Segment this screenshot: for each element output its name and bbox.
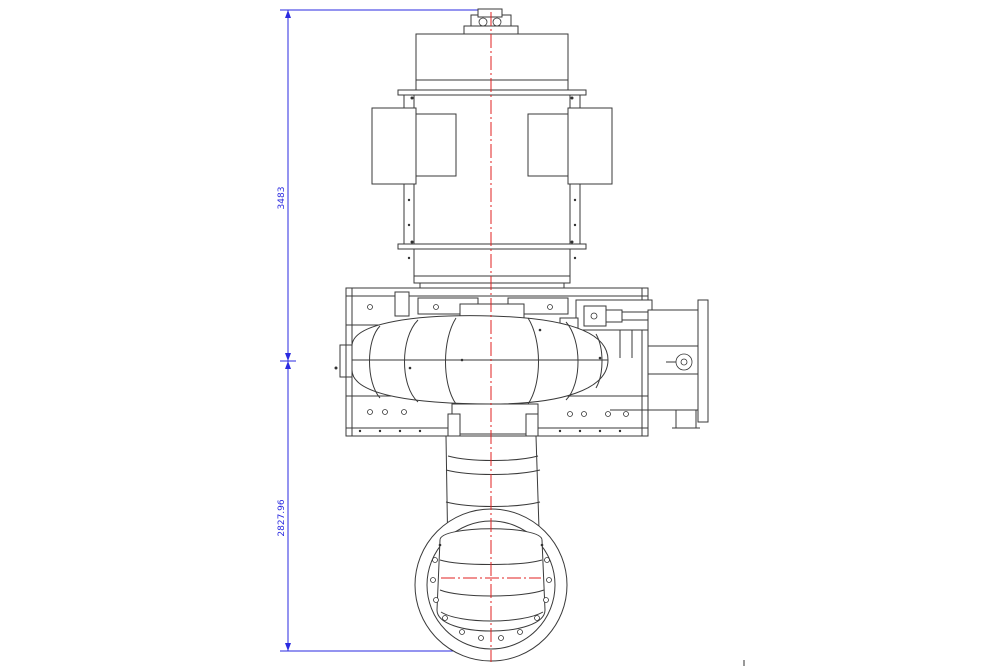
dimension-label-upper: 3483 [277, 187, 287, 210]
outlet-pipe-right [610, 299, 709, 429]
centerlines [441, 12, 541, 662]
inlet-flange-left [334, 340, 353, 382]
terminal-box-left [371, 107, 457, 185]
governor-actuator [559, 299, 653, 358]
spiral-casing [351, 315, 609, 405]
dimension-label-lower: 2827.96 [277, 499, 287, 536]
flange-bolts [430, 543, 552, 641]
terminal-box-right [527, 107, 613, 185]
